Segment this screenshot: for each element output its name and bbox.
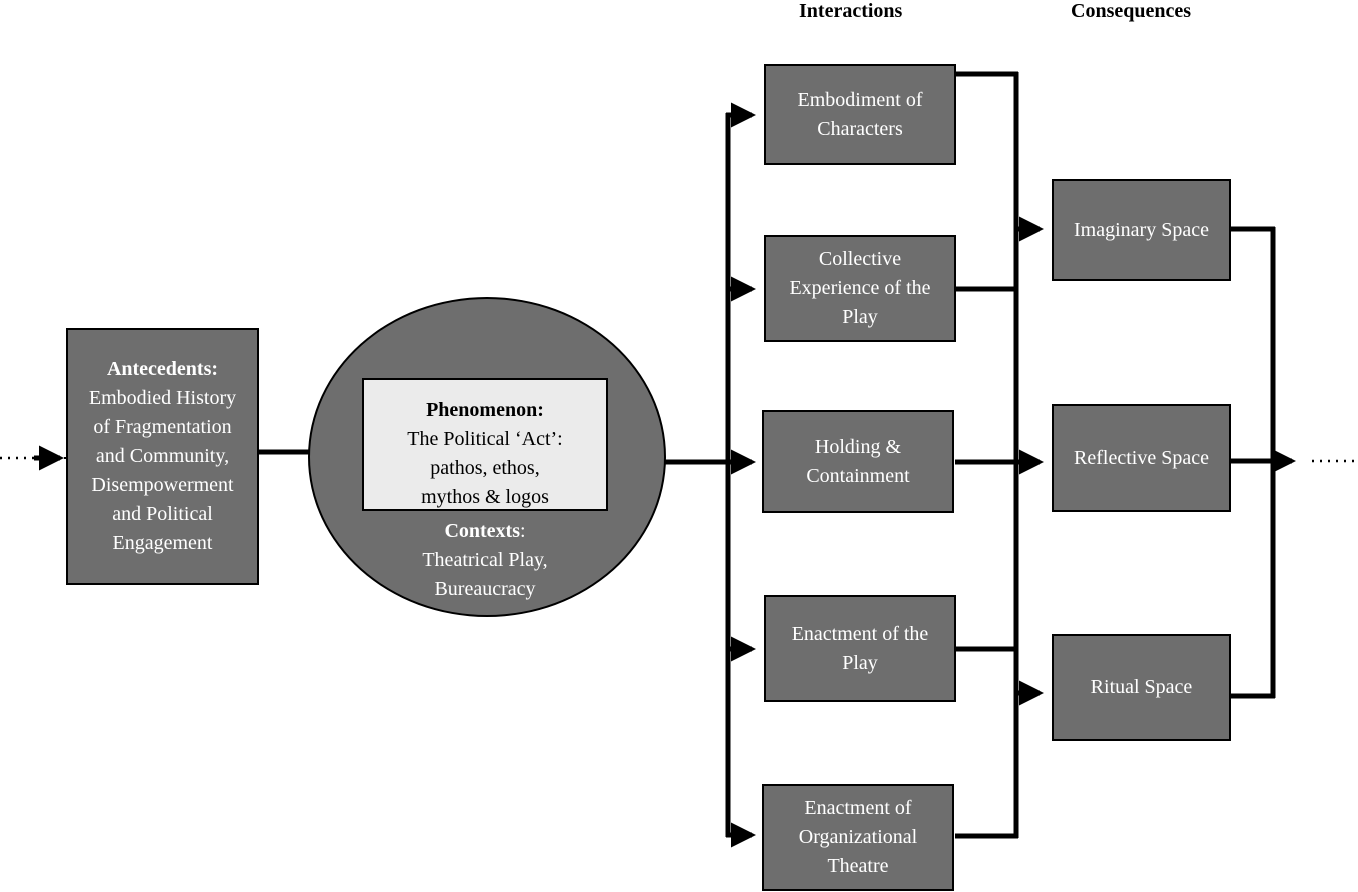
interaction-line: Holding & [814,435,902,458]
antecedents-line: Disempowerment [91,474,234,496]
antecedents-line: and Community, [95,445,230,467]
phenomenon-label: Phenomenon: [426,399,544,421]
interaction-line: Play [842,651,878,674]
phenomenon-line: mythos & logos [421,486,549,508]
interaction-enactment-org-box: Enactment of Organizational Theatre [762,784,954,891]
antecedents-line: Embodied History [88,387,237,409]
phenomenon-box: Phenomenon: The Political ‘Act’: pathos,… [362,378,608,511]
consequence-ritual-box: Ritual Space [1052,634,1231,741]
phenomenon-line: The Political ‘Act’: [407,428,563,450]
interaction-line: Collective [818,248,902,270]
contexts-line: Bureaucracy [434,578,536,600]
interaction-enactment-play-box: Enactment of the Play [764,595,956,702]
consequence-label: Imaginary Space [1074,218,1209,241]
interaction-line: Containment [806,464,910,487]
interaction-holding-box: Holding & Containment [762,410,954,513]
antecedents-line: and Political [112,503,213,525]
contexts-colon: : [519,520,526,542]
interaction-line: Organizational [798,826,918,848]
interaction-embodiment-box: Embodiment of Characters [764,64,956,165]
interaction-line: Characters [817,117,903,140]
consequence-imaginary-box: Imaginary Space [1052,179,1231,281]
interaction-line: Enactment of the [791,622,929,645]
consequence-label: Ritual Space [1090,676,1193,698]
interaction-line: Experience of the [789,277,931,299]
antecedents-line: of Fragmentation [93,416,232,438]
phenomenon-line: pathos, ethos, [430,457,540,479]
interaction-line: Play [842,306,878,328]
consequences-header: Consequences [1071,0,1192,22]
antecedents-box: Antecedents: Embodied History of Fragmen… [66,328,259,585]
interaction-collective-box: Collective Experience of the Play [764,235,956,342]
antecedents-line: Engagement [112,532,213,554]
consequence-reflective-box: Reflective Space [1052,404,1231,512]
interaction-line: Embodiment of [797,88,923,111]
interaction-line: Theatre [827,855,889,877]
antecedents-label: Antecedents: [106,358,219,380]
contexts-label: Contexts [444,520,520,542]
consequence-label: Reflective Space [1074,446,1209,469]
contexts-text: Contexts: Theatrical Play, Bureaucracy [362,517,608,604]
contexts-line: Theatrical Play, [422,549,548,571]
interactions-header: Interactions [799,0,903,22]
interaction-line: Enactment of [804,797,912,819]
